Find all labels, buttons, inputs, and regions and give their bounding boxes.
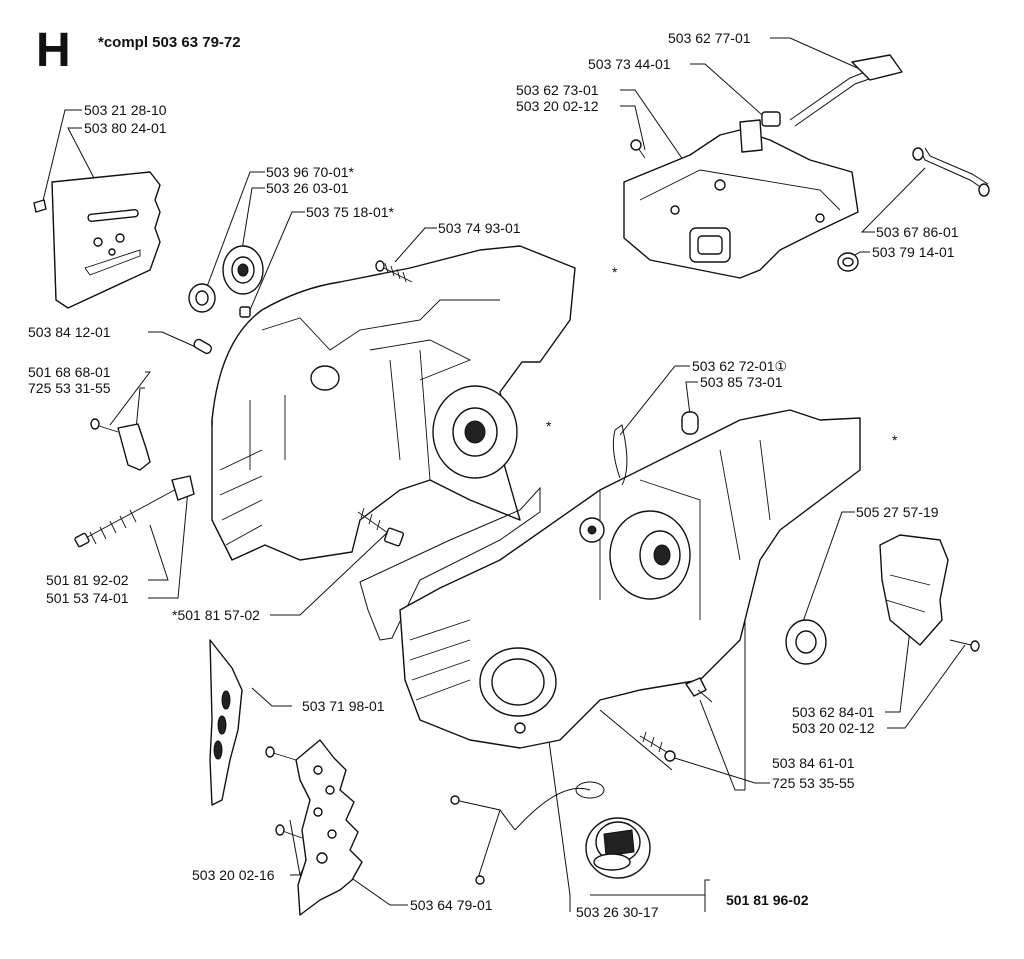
- part-label: 503 84 61-01: [772, 755, 855, 771]
- part-label: 501 68 68-01: [28, 364, 111, 380]
- part-label: 725 53 31-55: [28, 380, 111, 396]
- dowel-pin: [193, 338, 213, 355]
- asterisk-mark: *: [892, 432, 898, 448]
- part-label: 503 71 98-01: [302, 698, 385, 714]
- anti-vibration-bolt: [357, 507, 405, 547]
- part-label: 503 20 02-12: [516, 98, 599, 114]
- bearing-and-seal: [188, 245, 264, 318]
- part-label: 505 27 57-19: [856, 504, 939, 520]
- part-label: 503 26 30-17: [576, 904, 659, 920]
- part-label: 503 85 73-01: [700, 374, 783, 390]
- part-label: 501 81 92-02: [46, 572, 129, 588]
- rubber-buffer: [681, 411, 699, 435]
- complete-assembly-note: *compl 503 63 79-72: [98, 34, 241, 51]
- part-label: 503 26 03-01: [266, 180, 349, 196]
- part-label: 725 53 35-55: [772, 775, 855, 791]
- chain-guard-plate: [33, 171, 161, 309]
- part-label: 503 62 84-01: [792, 704, 875, 720]
- kit-label: 501 81 96-02: [726, 892, 809, 908]
- screw-503-74-93: [375, 260, 413, 283]
- top-cover-bracket: [623, 119, 859, 279]
- part-label: 503 96 70-01*: [266, 164, 354, 180]
- part-label: 503 21 28-10: [84, 102, 167, 118]
- part-label: 503 20 02-16: [192, 867, 275, 883]
- tank-cap: [585, 817, 651, 879]
- spike-bumper: [265, 739, 363, 916]
- bracket-and-screw: [90, 418, 151, 471]
- part-label: 503 74 93-01: [438, 220, 521, 236]
- right-crankcase-half: [399, 409, 861, 749]
- part-label: 503 64 79-01: [410, 897, 493, 913]
- seal-ring-right: [785, 619, 827, 665]
- part-label: 501 53 74-01: [46, 590, 129, 606]
- part-label: 503 75 18-01*: [306, 204, 394, 220]
- long-bolt: [74, 475, 195, 548]
- asterisk-mark: *: [546, 418, 552, 434]
- part-label: 503 67 86-01: [876, 224, 959, 240]
- part-label: 503 62 77-01: [668, 30, 751, 46]
- crankcase-gasket: [359, 486, 541, 641]
- screw-725-53-35: [639, 731, 676, 762]
- oil-pump-hose: [612, 424, 628, 486]
- part-label: 503 80 24-01: [84, 120, 167, 136]
- part-label: *501 81 57-02: [172, 607, 260, 623]
- tank-cap-strap: [450, 781, 605, 885]
- part-label: 503 20 02-12: [792, 720, 875, 736]
- part-label: 503 84 12-01: [28, 324, 111, 340]
- screw-503-84-61: [685, 677, 713, 703]
- guide-bar-plate: [209, 639, 243, 806]
- part-label: 503 62 73-01: [516, 82, 599, 98]
- clutch-cover-piece: [879, 534, 980, 652]
- part-label: 503 73 44-01: [588, 56, 671, 72]
- part-label: 503 79 14-01: [872, 244, 955, 260]
- choke-rod: [837, 147, 990, 272]
- throttle-rod: [761, 54, 903, 127]
- sheet-letter: H: [36, 24, 71, 77]
- part-label: 503 62 72-01①: [692, 358, 788, 374]
- left-crankcase-half: [211, 245, 576, 561]
- asterisk-mark: *: [612, 264, 618, 280]
